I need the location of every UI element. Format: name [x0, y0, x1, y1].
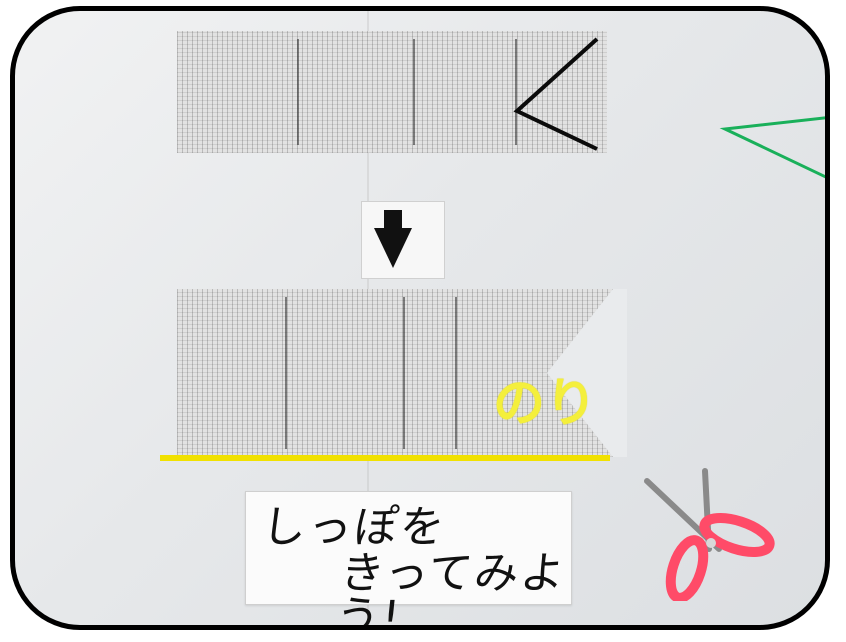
craft-photo: のり しっぽを きってみよう!: [15, 11, 825, 625]
top-cut-guide: [177, 31, 607, 153]
instruction-card: しっぽを きってみよう!: [245, 491, 572, 605]
down-arrow-icon: [362, 202, 444, 278]
green-callout-pointer: [725, 115, 830, 195]
glue-guide-line: [160, 455, 610, 461]
instruction-line-1: しっぽを: [260, 506, 449, 550]
rounded-photo-frame: のり しっぽを きってみよう!: [10, 6, 830, 630]
down-arrow-card: [361, 201, 445, 279]
top-newspaper-strip: [177, 31, 607, 153]
glue-label: のり: [493, 361, 597, 436]
scissors-icon: [627, 461, 787, 601]
instruction-line-2: きってみよう!: [333, 552, 575, 630]
